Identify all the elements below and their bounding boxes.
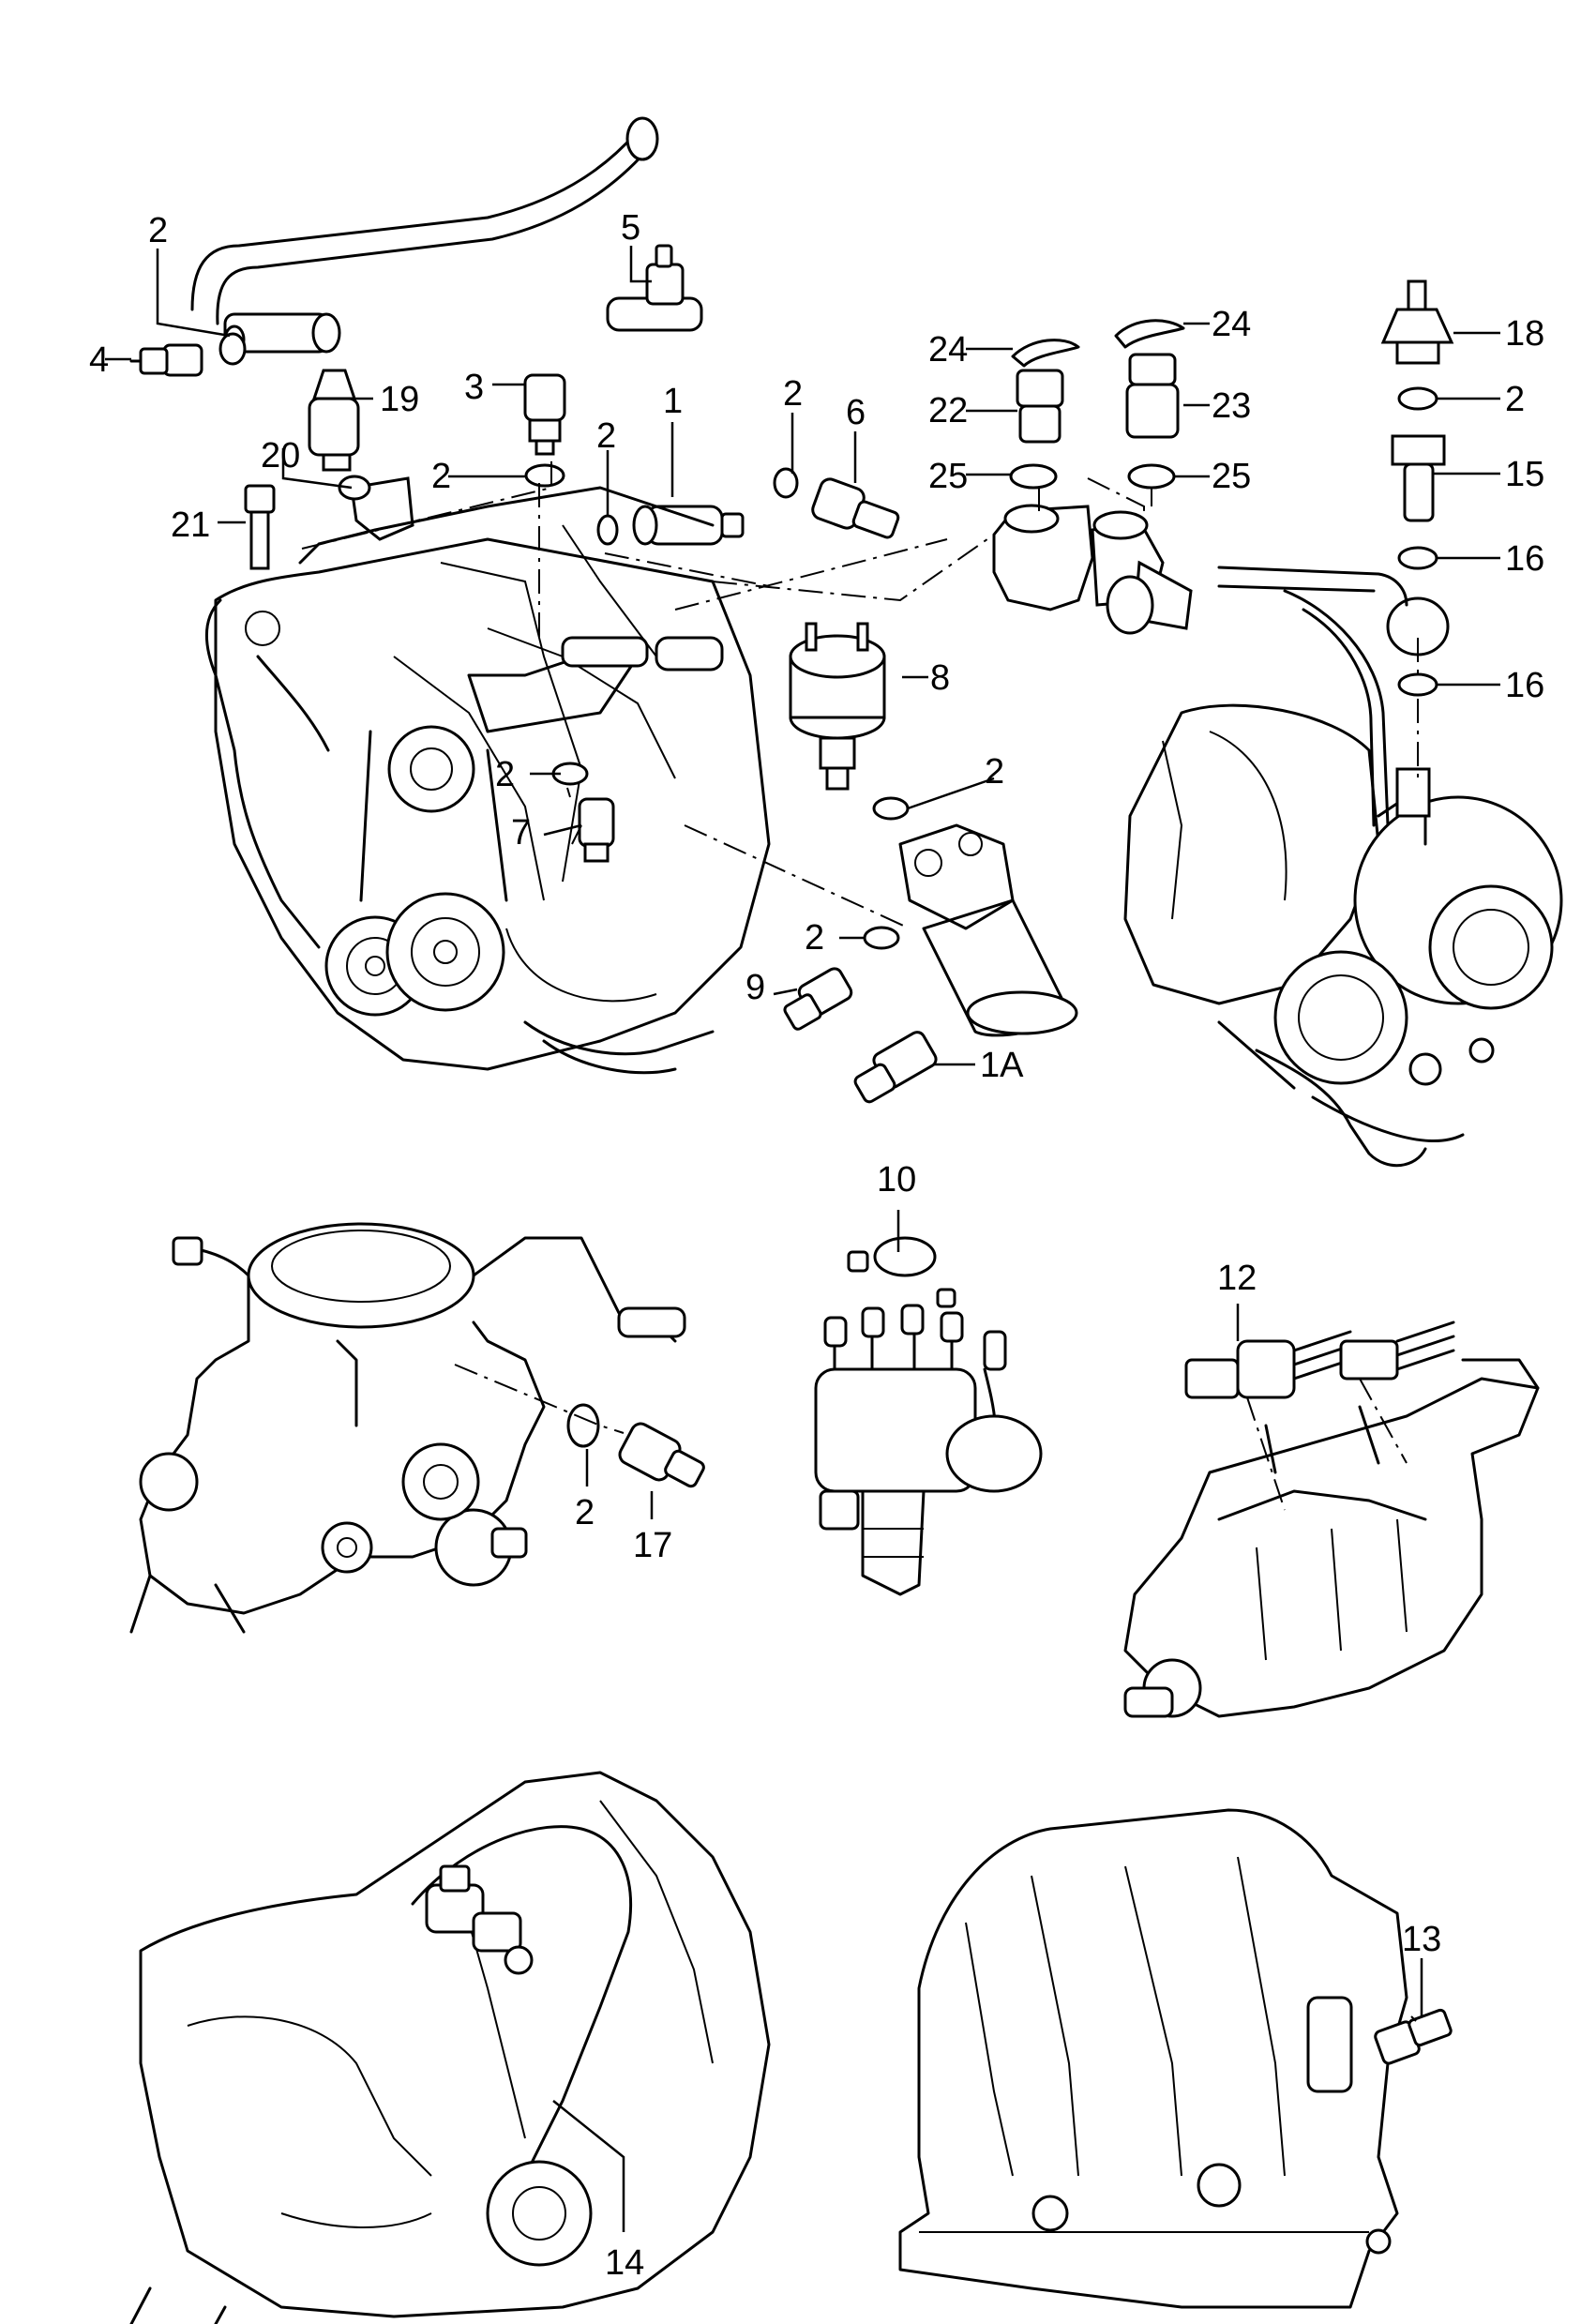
label-13: 13 <box>1402 1920 1441 1959</box>
label-5: 5 <box>621 208 640 248</box>
sender-23[interactable] <box>1125 353 1180 439</box>
hall-sender-10[interactable] <box>847 1236 956 1308</box>
oil-feed-line <box>1217 566 1408 827</box>
sender-22[interactable] <box>1016 369 1064 444</box>
label-14: 14 <box>605 2243 644 2283</box>
seal-washer-16b[interactable] <box>1397 672 1438 697</box>
coolant-pipe <box>190 116 659 355</box>
lower-manifold-pipe <box>523 1020 715 1075</box>
seal-washer-2i[interactable] <box>1397 386 1438 411</box>
injection-pump <box>1123 1358 1540 1718</box>
label-15: 15 <box>1505 455 1544 494</box>
label-1a: 1A <box>980 1046 1024 1085</box>
seal-washer-2a[interactable] <box>218 332 247 366</box>
label-4: 4 <box>89 340 109 380</box>
oil-pressure-switch-6[interactable] <box>810 476 900 539</box>
coolant-flange <box>992 504 1193 635</box>
label-6: 6 <box>846 393 866 432</box>
label-23: 23 <box>1212 386 1251 426</box>
sender-19[interactable] <box>308 369 360 472</box>
oil-filter <box>922 898 1078 1037</box>
seal-washer-2c[interactable] <box>524 463 565 488</box>
crank-pulleys <box>324 725 508 1017</box>
speed-sender-14[interactable] <box>425 1864 534 1975</box>
bolt-21[interactable] <box>244 484 276 570</box>
label-3: 3 <box>464 368 484 407</box>
label-19: 19 <box>380 380 419 419</box>
temperature-sender-7[interactable] <box>578 797 615 863</box>
oil-pressure-switch-1a[interactable] <box>853 1030 939 1104</box>
label-10: 10 <box>877 1160 916 1200</box>
label-21: 21 <box>171 506 210 545</box>
sender-18[interactable] <box>1380 279 1454 365</box>
label-16: 16 <box>1505 539 1544 579</box>
o-ring-25a[interactable] <box>1009 463 1058 490</box>
label-2: 2 <box>805 918 824 958</box>
label-2: 2 <box>431 457 451 496</box>
timing-belt-cover <box>205 598 330 949</box>
oil-filter-housing <box>898 823 1015 930</box>
label-2: 2 <box>783 374 803 414</box>
sender-3[interactable] <box>523 373 566 456</box>
carburettor <box>129 1222 686 1634</box>
oil-pressure-switch-9[interactable] <box>783 966 854 1031</box>
engine-block <box>214 486 771 1071</box>
label-24: 24 <box>1212 305 1251 344</box>
banjo-bolt-15[interactable] <box>1391 434 1446 522</box>
seal-washer-16a[interactable] <box>1397 546 1438 570</box>
intake-manifold <box>467 636 724 733</box>
automatic-gearbox <box>898 1808 1408 2309</box>
label-2: 2 <box>1505 380 1525 419</box>
temperature-sender-4[interactable] <box>129 343 203 377</box>
manual-gearbox <box>129 1771 771 2324</box>
seal-washer-2b[interactable] <box>338 475 371 501</box>
label-24: 24 <box>928 330 968 370</box>
label-2: 2 <box>575 1493 595 1532</box>
label-25: 25 <box>928 457 968 496</box>
clip-24a[interactable] <box>1011 339 1080 368</box>
seal-washer-2d[interactable] <box>596 514 619 546</box>
label-2: 2 <box>596 416 616 456</box>
callout-labels: 2 4 5 19 3 20 2 21 2 1 2 6 24 24 22 23 2… <box>89 208 1544 2283</box>
temperature-sender-17[interactable] <box>616 1421 705 1488</box>
seal-washer-2e[interactable] <box>773 467 799 499</box>
seal-washer-2h[interactable] <box>863 926 900 950</box>
o-ring-25b[interactable] <box>1127 463 1176 490</box>
stop-solenoid-12b[interactable] <box>1339 1320 1455 1381</box>
label-16: 16 <box>1505 666 1544 705</box>
stop-solenoid-12a[interactable] <box>1184 1330 1352 1399</box>
label-2: 2 <box>985 752 1004 792</box>
label-18: 18 <box>1505 314 1544 354</box>
t-connector-5[interactable] <box>606 244 703 332</box>
distributor <box>814 1304 1043 1596</box>
label-22: 22 <box>928 391 968 430</box>
label-2: 2 <box>495 755 515 794</box>
clip-24b[interactable] <box>1114 319 1185 349</box>
label-12: 12 <box>1217 1259 1257 1298</box>
oil-pressure-sender-8[interactable] <box>789 622 886 791</box>
turbocharger <box>1123 703 1563 1168</box>
sender-1[interactable] <box>632 505 745 546</box>
label-20: 20 <box>261 436 300 475</box>
label-8: 8 <box>930 658 950 698</box>
seal-washer-2j[interactable] <box>566 1403 600 1448</box>
label-9: 9 <box>745 968 765 1007</box>
assembly-lines <box>301 460 1419 2022</box>
label-7: 7 <box>511 813 531 853</box>
label-17: 17 <box>633 1526 672 1565</box>
label-25: 25 <box>1212 457 1251 496</box>
seal-washer-2g[interactable] <box>872 796 910 821</box>
label-2: 2 <box>148 211 168 250</box>
label-1: 1 <box>663 382 683 421</box>
temperature-sender-13[interactable] <box>1374 2008 1453 2065</box>
leader-lines <box>105 246 1500 2232</box>
